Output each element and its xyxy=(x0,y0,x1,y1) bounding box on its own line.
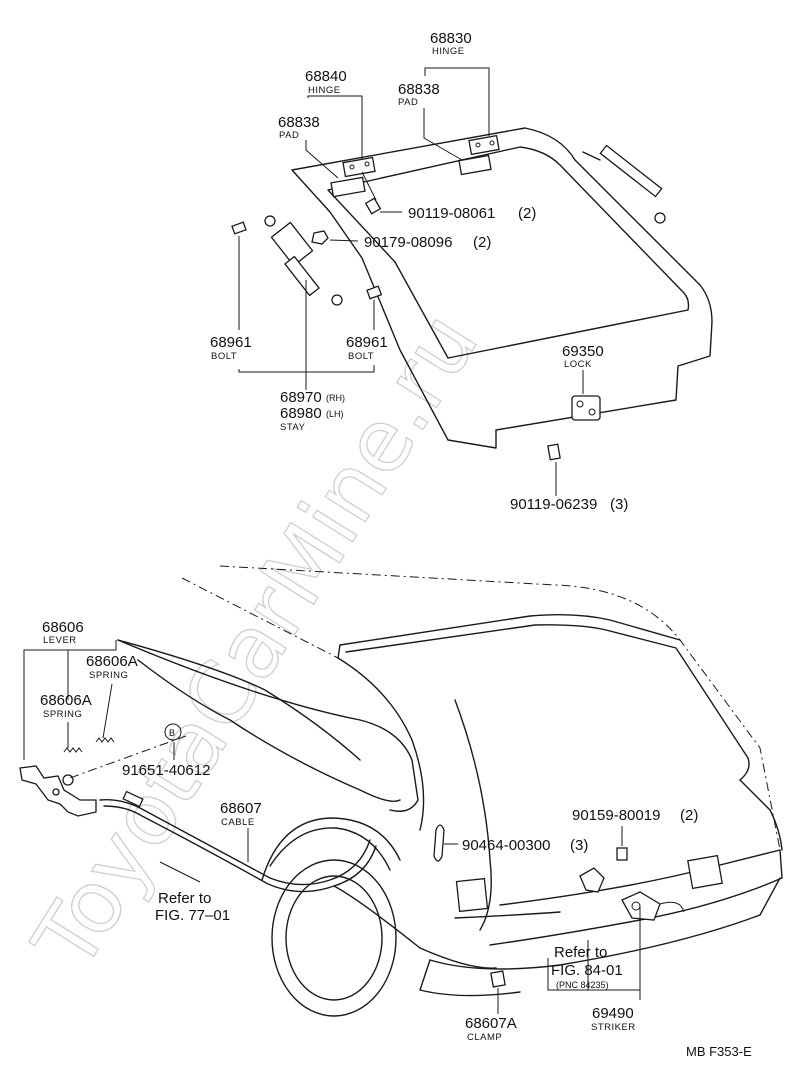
gas-stay-left-icon xyxy=(264,215,343,306)
part-number-68840: 68840 xyxy=(305,68,347,85)
part-number-91651-40612: 91651-40612 xyxy=(122,762,210,779)
part-desc-pad: PAD xyxy=(279,130,299,141)
part-number-68606a: 68606A xyxy=(40,692,92,709)
clamp-icon xyxy=(490,970,506,1014)
part-number-90119-08061: 90119-08061 xyxy=(408,205,495,222)
refer-to-label: Refer to xyxy=(158,890,211,907)
vehicle-body xyxy=(117,565,783,997)
figure-reference: FIG. 84-01 xyxy=(551,962,623,979)
part-number-68838: 68838 xyxy=(398,81,440,98)
part-qty: (2) xyxy=(518,205,536,222)
rear-wheel-icon xyxy=(261,817,401,1017)
part-side-lh: (LH) xyxy=(326,409,344,419)
stay-bolt-right-icon xyxy=(366,285,383,330)
part-number-68830: 68830 xyxy=(430,30,472,47)
part-desc-clamp: CLAMP xyxy=(467,1032,502,1043)
lock-icon xyxy=(571,370,601,421)
part-desc-stay: STAY xyxy=(280,422,306,433)
part-number-69490: 69490 xyxy=(592,1005,634,1022)
part-desc-lock: LOCK xyxy=(564,359,592,370)
part-desc-bolt: BOLT xyxy=(348,351,374,362)
part-number-90464-00300: 90464-00300 xyxy=(462,837,550,854)
part-qty: (2) xyxy=(680,807,698,824)
part-number-68838: 68838 xyxy=(278,114,320,131)
part-desc-lever: LEVER xyxy=(43,635,77,646)
part-number-68961: 68961 xyxy=(210,334,252,351)
svg-text:ToyotaCarMine.ru: ToyotaCarMine.ru xyxy=(14,296,497,987)
part-number-68607: 68607 xyxy=(220,800,262,817)
spring-icon xyxy=(63,747,83,753)
screw-icon xyxy=(547,443,561,496)
striker-icon xyxy=(579,867,685,921)
hinge-left xyxy=(342,156,376,178)
part-desc-bolt: BOLT xyxy=(211,351,237,362)
bolt-icon xyxy=(364,197,402,215)
part-side-rh: (RH) xyxy=(326,393,345,403)
nut-icon xyxy=(311,230,359,245)
part-number-68607a: 68607A xyxy=(465,1015,517,1032)
part-desc-hinge: HINGE xyxy=(432,46,465,57)
clip-icon xyxy=(433,824,458,862)
part-number-90179-08096: 90179-08096 xyxy=(364,234,452,251)
part-desc-spring: SPRING xyxy=(89,670,128,681)
watermark: ToyotaCarMine.ru xyxy=(14,295,499,987)
part-desc-cable: CABLE xyxy=(221,817,255,828)
part-number-68980: 68980 xyxy=(280,405,322,422)
spring-icon xyxy=(95,737,115,743)
part-desc-spring: SPRING xyxy=(43,709,82,720)
part-desc-pad: PAD xyxy=(398,97,418,108)
part-qty: (3) xyxy=(570,837,588,854)
upper-leader-lines xyxy=(238,67,490,390)
part-qty: (3) xyxy=(610,496,628,513)
hinge-right xyxy=(468,134,500,156)
back-door-panel xyxy=(291,127,713,449)
cable-icon xyxy=(99,790,497,969)
part-number-90159-80019: 90159-80019 xyxy=(572,807,660,824)
svg-text:B: B xyxy=(169,728,175,738)
figure-code: MB F353-E xyxy=(686,1044,752,1059)
part-number-68961: 68961 xyxy=(346,334,388,351)
part-desc-hinge: HINGE xyxy=(308,85,341,96)
part-number-68970: 68970 xyxy=(280,389,322,406)
circle-b-icon: B xyxy=(164,723,182,741)
part-number-68606a: 68606A xyxy=(86,653,138,670)
part-desc-striker: STRIKER xyxy=(591,1022,636,1033)
part-number-68606: 68606 xyxy=(42,619,84,636)
pad-right xyxy=(458,154,492,176)
part-number-69350: 69350 xyxy=(562,343,604,360)
gas-stay-right-icon xyxy=(582,144,666,224)
refer-to-label: Refer to xyxy=(554,944,607,961)
lever-icon xyxy=(19,765,97,817)
pad-left xyxy=(330,176,366,198)
part-number-90119-06239: 90119-06239 xyxy=(510,496,597,513)
stay-bolt-left-icon xyxy=(231,221,247,330)
figure-reference: FIG. 77–01 xyxy=(155,907,230,924)
lower-leader-lines xyxy=(23,640,641,1000)
part-qty: (2) xyxy=(473,234,491,251)
pnc-reference: (PNC 84235) xyxy=(556,980,609,990)
screw-icon xyxy=(616,826,628,861)
